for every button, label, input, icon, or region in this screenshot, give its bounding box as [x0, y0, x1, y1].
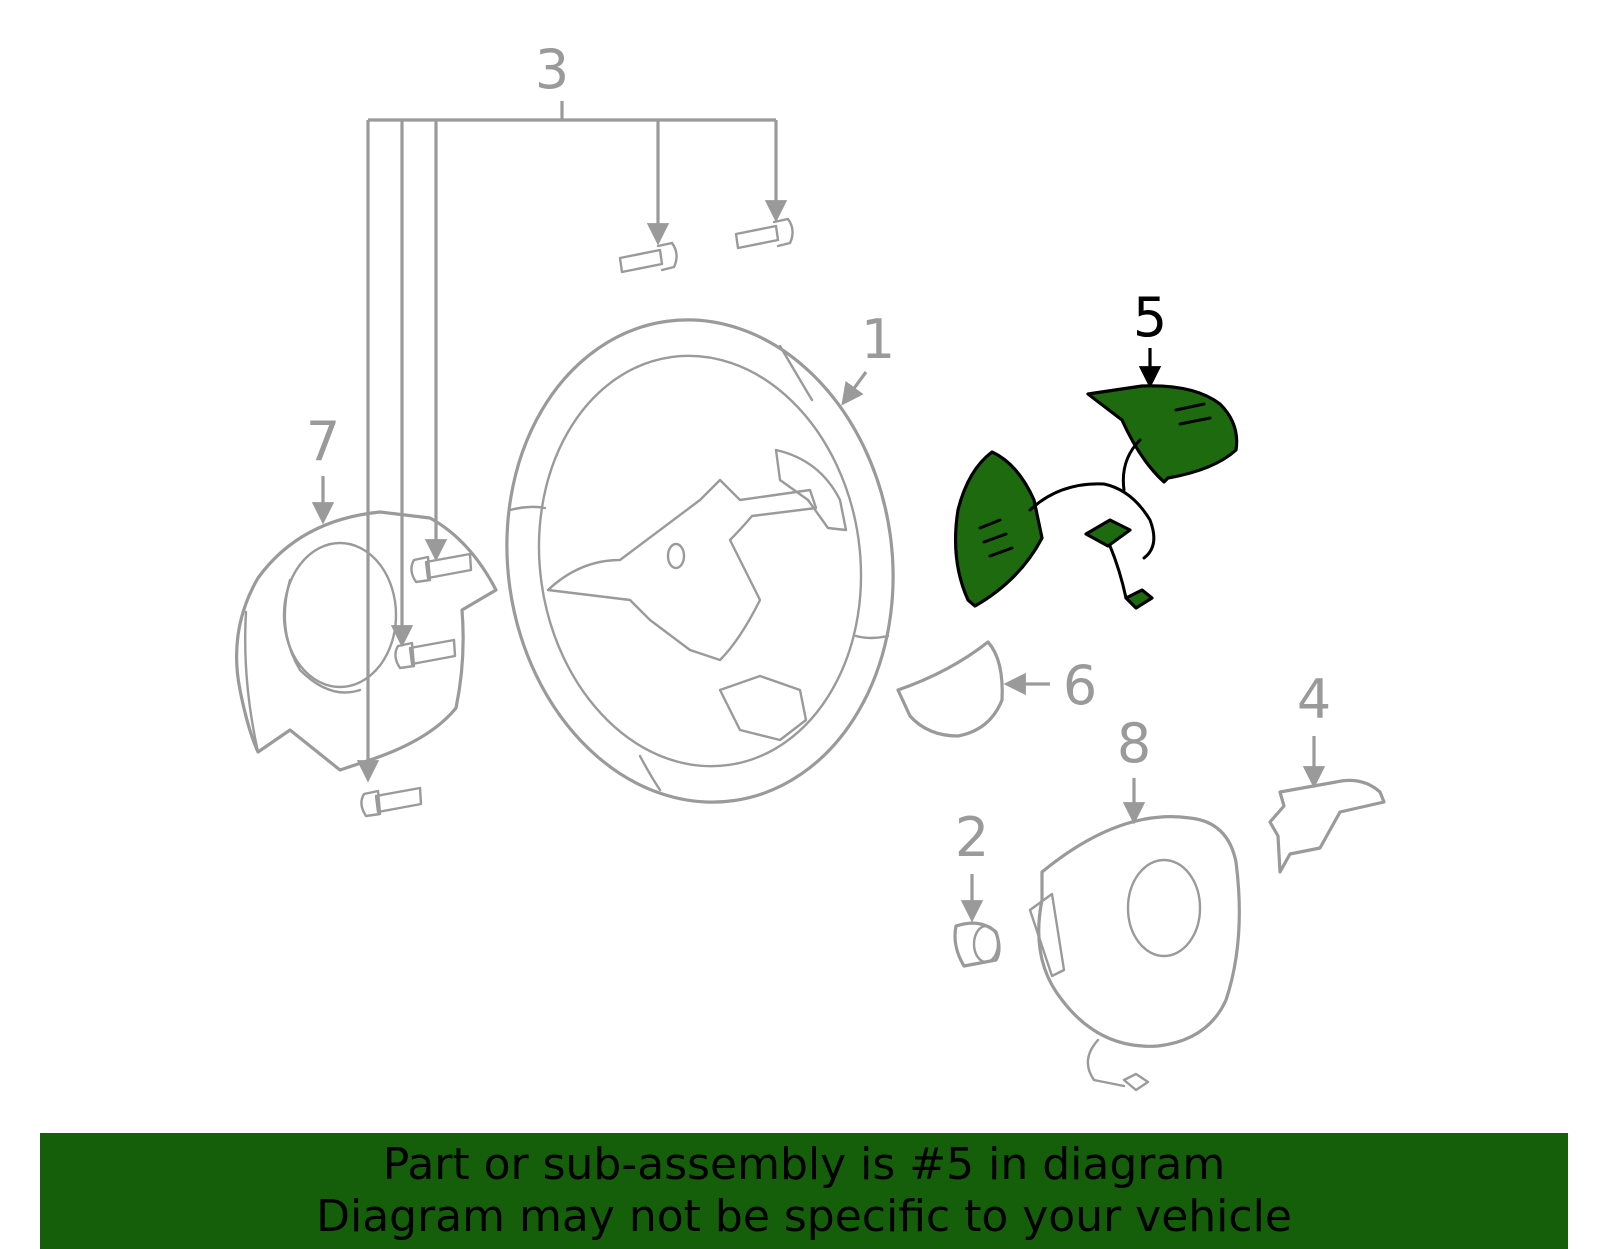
callout-6-label: 6 — [1063, 654, 1097, 717]
cover-icon — [896, 640, 1004, 738]
info-banner: Part or sub-assembly is #5 in diagram Di… — [40, 1133, 1568, 1249]
steering-wheel-switch-part: 5 — [953, 286, 1239, 610]
bracket-icon — [1268, 778, 1386, 874]
callout-1-label: 1 — [861, 308, 895, 371]
callout-3-group: 3 — [356, 38, 788, 783]
nut-part: 2 — [953, 806, 1001, 968]
rear-cover-part: 7 — [234, 410, 498, 772]
airbag-icon — [1037, 815, 1241, 1048]
bolt-icon — [734, 217, 794, 250]
bolt-icon — [410, 552, 473, 584]
steering-wheel-part: 1 — [505, 308, 895, 804]
banner-line-1: Part or sub-assembly is #5 in diagram — [382, 1139, 1226, 1190]
callout-4-label: 4 — [1297, 668, 1331, 731]
callout-2-label: 2 — [955, 806, 989, 869]
callout-3-label: 3 — [535, 38, 569, 101]
cover-icon — [234, 510, 498, 772]
callout-8-label: 8 — [1117, 712, 1151, 775]
steering-wheel-icon — [505, 318, 895, 804]
switch-icon — [953, 450, 1044, 608]
callout-7-label: 7 — [306, 410, 340, 473]
airbag-part: 8 — [1028, 712, 1241, 1092]
bolt-icon — [360, 786, 423, 818]
banner-line-2: Diagram may not be specific to your vehi… — [316, 1191, 1292, 1242]
trim-cover-part: 6 — [896, 640, 1097, 738]
nut-icon — [953, 921, 1001, 968]
bracket-part: 4 — [1268, 668, 1386, 874]
bolt-icon — [394, 638, 457, 670]
bolt-icon — [618, 241, 678, 274]
switch-icon — [1086, 384, 1239, 484]
callout-5-label: 5 — [1133, 286, 1167, 349]
